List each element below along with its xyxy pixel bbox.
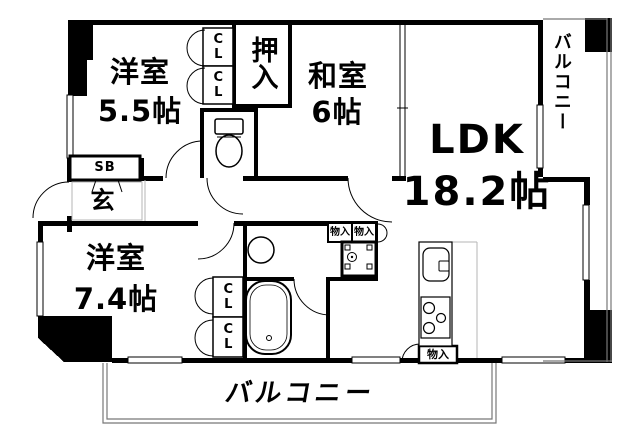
corner-wall-bottom-left	[38, 316, 112, 362]
shoe-box	[68, 154, 142, 182]
stove-icon	[420, 296, 451, 339]
shoe-box-label: SB	[94, 160, 116, 176]
monoire-label-1: 物入	[330, 226, 350, 238]
washbasin-icon	[247, 236, 275, 264]
bathtub-icon	[245, 280, 292, 355]
room-label-japanese-size: 6帖	[311, 94, 363, 129]
room-label-western1-size: 5.5帖	[97, 93, 183, 128]
balcony-outlines	[102, 18, 612, 424]
closet-label-4: CL	[220, 322, 236, 352]
closet-label-2: CL	[210, 70, 226, 100]
balcony-bottom-inner	[106, 363, 493, 420]
room-label-ldk-size: 18.2帖	[402, 169, 552, 215]
room-label-western1-name: 洋室	[109, 54, 171, 89]
closet-label-1: CL	[210, 32, 226, 62]
room-label-japanese-name: 和室	[307, 58, 369, 93]
zone-lines	[71, 180, 478, 358]
room-label-western2-name: 洋室	[85, 240, 147, 275]
sliding-partition	[397, 25, 408, 176]
balcony-bottom-outer	[102, 363, 497, 424]
room-label-ldk-name: LDK	[429, 117, 525, 163]
entrance-door-arc	[32, 181, 70, 219]
door-arcs	[32, 29, 421, 363]
kitchen-counter	[418, 241, 453, 347]
oshiire-label: 押入	[246, 36, 278, 90]
entrance-label: 玄	[90, 186, 116, 215]
corner-wall-bottom-right	[584, 310, 612, 362]
room-label-western2-size: 7.4帖	[73, 281, 159, 316]
corner-wall-top-right	[585, 18, 612, 52]
balcony-right-label: バルコニー	[550, 32, 572, 132]
toilet-icon	[214, 118, 244, 168]
washing-machine-pan-icon	[340, 240, 378, 278]
monoire-label-2: 物入	[354, 226, 374, 238]
closet-label-3: CL	[220, 282, 236, 312]
balcony-bottom-label: バルコニー	[222, 378, 378, 409]
monoire-label-kitchen: 物入	[427, 348, 449, 362]
closet-boxes	[202, 27, 244, 358]
windows	[36, 94, 590, 364]
monoire-boxes	[327, 222, 459, 365]
